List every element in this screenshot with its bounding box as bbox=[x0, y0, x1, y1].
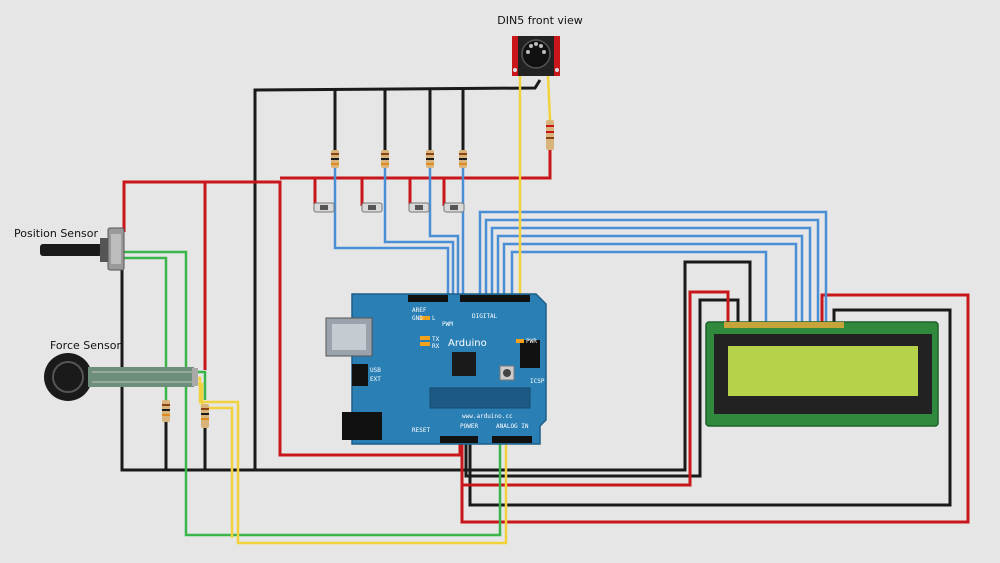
push-buttons bbox=[313, 202, 465, 213]
reset-label: RESET bbox=[412, 427, 430, 434]
lcd-module bbox=[705, 321, 939, 427]
push-button bbox=[443, 202, 465, 213]
force-sensor bbox=[44, 353, 198, 401]
pwr-label: PWR bbox=[526, 338, 537, 345]
push-button bbox=[313, 202, 335, 213]
wires-analog bbox=[124, 250, 502, 537]
resistor bbox=[546, 120, 554, 150]
usb-label: USB bbox=[370, 367, 381, 374]
push-button bbox=[408, 202, 430, 213]
resistor bbox=[201, 404, 209, 428]
power-label: POWER bbox=[460, 423, 478, 430]
resistors bbox=[162, 120, 554, 428]
position-sensor-label: Position Sensor bbox=[14, 227, 99, 240]
icsp-label: ICSP bbox=[530, 378, 545, 385]
rx-label: RX bbox=[432, 343, 440, 350]
resistor bbox=[381, 150, 389, 168]
din5-connector bbox=[512, 36, 560, 76]
pwm-label: PWM bbox=[442, 321, 453, 328]
din5-label: DIN5 front view bbox=[497, 14, 582, 27]
tx-label: TX bbox=[432, 336, 440, 343]
wires-data bbox=[333, 168, 828, 326]
wires-power bbox=[122, 150, 970, 524]
digital-label: DIGITAL bbox=[472, 313, 498, 320]
force-sensor-label: Force Sensor bbox=[50, 339, 121, 352]
ext-label: EXT bbox=[370, 376, 381, 383]
aref-label: AREF bbox=[412, 307, 427, 314]
resistor bbox=[459, 150, 467, 168]
arduino-url: www.arduino.cc bbox=[462, 413, 513, 420]
resistor bbox=[331, 150, 339, 168]
arduino-board bbox=[325, 293, 547, 445]
position-sensor bbox=[40, 227, 125, 271]
arduino-brand: Arduino bbox=[448, 338, 487, 349]
resistor bbox=[162, 400, 170, 422]
gnd-label: GND bbox=[412, 315, 423, 322]
resistor bbox=[426, 150, 434, 168]
analog-in-label: ANALOG IN bbox=[496, 423, 529, 430]
wires-ground bbox=[120, 79, 952, 507]
l-led-label: L bbox=[432, 315, 436, 322]
push-button bbox=[361, 202, 383, 213]
